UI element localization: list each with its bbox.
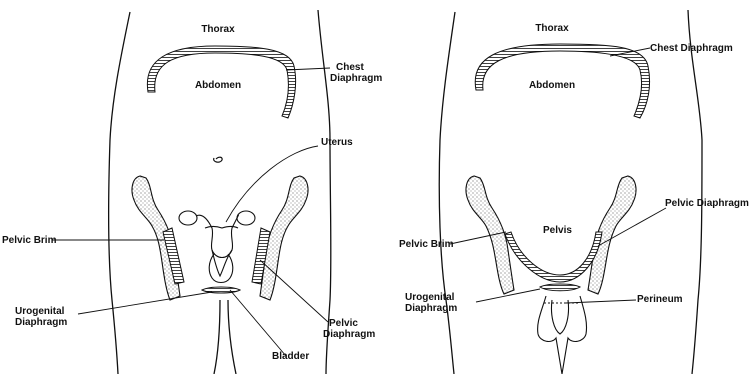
left-urogenital-line1: Urogenital [15, 306, 67, 317]
left-thorax-label: Thorax [198, 24, 238, 35]
left-leg-inner [214, 300, 220, 374]
right-body-outline-right [688, 10, 702, 374]
left-pelvic-diaphragm-line1: Pelvic [323, 318, 375, 329]
right-pelvis-label: Pelvis [543, 225, 572, 236]
right-pelvic-diaphragm-label: Pelvic Diaphragm [665, 198, 749, 209]
left-urogenital-line2: Diaphragm [15, 317, 67, 328]
right-urogenital-line1: Urogenital [405, 292, 457, 303]
right-urogenital-line2: Diaphragm [405, 303, 457, 314]
left-pelvic-diaphragm-label: Pelvic Diaphragm [323, 318, 375, 340]
left-urogenital-diaphragm-label: Urogenital Diaphragm [15, 306, 67, 328]
left-urogenital-diaphragm-icon [202, 287, 240, 293]
right-abdomen-label: Abdomen [526, 80, 578, 91]
left-chest-diaphragm-line2: Diaphragm [330, 73, 382, 84]
left-chest-diaphragm-label: Chest Diaphragm [330, 62, 382, 84]
left-figure [52, 10, 331, 374]
left-uterus-label: Uterus [321, 137, 353, 148]
left-uterus-icon [179, 211, 255, 276]
left-pelvic-brim-label: Pelvic Brim [2, 235, 56, 246]
left-chest-diaphragm-line1: Chest [330, 62, 382, 73]
left-pelvic-diaphragm-line2: Diaphragm [323, 329, 375, 340]
left-bladder-label: Bladder [272, 351, 309, 362]
left-navel-icon [214, 157, 222, 162]
right-perineum-label: Perineum [637, 294, 683, 305]
left-leg-inner-2 [228, 300, 236, 374]
right-thorax-label: Thorax [532, 23, 572, 34]
right-urogenital-diaphragm-label: Urogenital Diaphragm [405, 292, 457, 314]
right-chest-diaphragm-label: Chest Diaphragm [650, 43, 733, 54]
right-body-outline [439, 12, 455, 374]
right-genital-outline [538, 296, 587, 374]
left-body-outline [109, 12, 130, 374]
left-abdomen-label: Abdomen [192, 80, 244, 91]
right-pelvic-diaphragm-icon [505, 232, 602, 282]
right-urogenital-diaphragm-icon [540, 284, 580, 291]
left-bladder-icon [209, 254, 233, 283]
right-pelvic-brim-label: Pelvic Brim [399, 239, 453, 250]
right-figure [439, 10, 702, 374]
